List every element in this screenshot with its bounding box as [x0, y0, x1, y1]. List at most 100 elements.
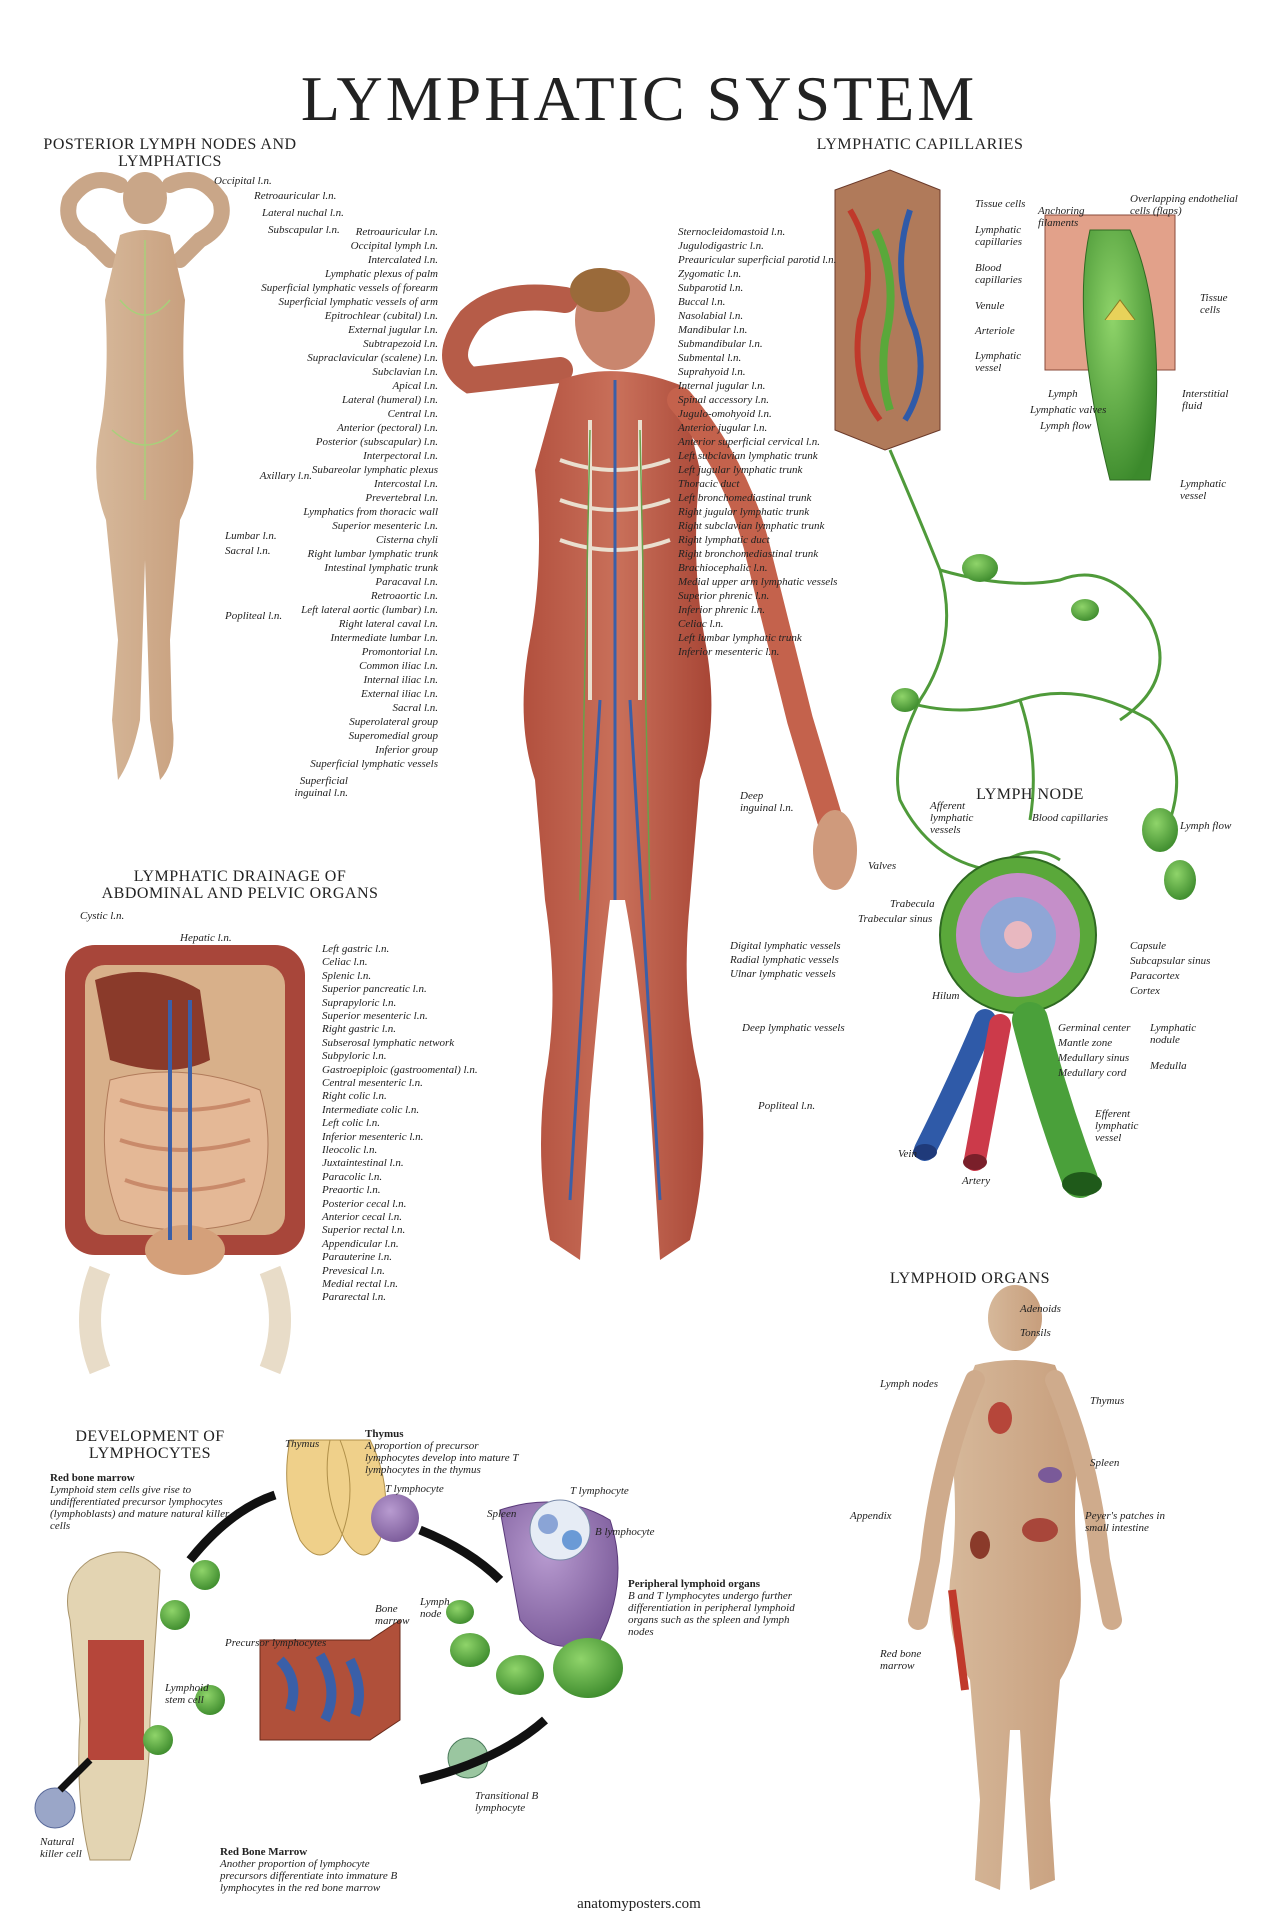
- section-capillaries-title: LYMPHATIC CAPILLARIES: [816, 136, 1024, 153]
- label: Apical l.n.: [392, 380, 438, 392]
- dev-red-bone-marrow: Red bone marrow Lymphoid stem cells give…: [50, 1472, 230, 1532]
- label: Subtrapezoid l.n.: [363, 338, 438, 350]
- label: Nasolabial l.n.: [678, 310, 744, 322]
- section-lymph-node-title: LYMPH NODE: [976, 786, 1084, 803]
- label: Zygomatic l.n.: [678, 268, 742, 280]
- lymphatic-network: [888, 449, 1179, 872]
- label: External jugular l.n.: [348, 324, 438, 336]
- label: Hilum: [932, 990, 960, 1002]
- label: Medullary cord: [1058, 1067, 1127, 1079]
- label: Sacral l.n.: [392, 702, 438, 714]
- poster-title: LYMPHATIC SYSTEM: [300, 63, 978, 134]
- label: Promontorial l.n.: [361, 646, 438, 658]
- label: Trabecular sinus: [858, 913, 933, 925]
- label: Subcapsular sinus: [1130, 955, 1211, 967]
- label: Transitional B lymphocyte: [475, 1790, 539, 1814]
- label: Appendicular l.n.: [322, 1237, 399, 1250]
- label: Lymphatic valves: [1030, 404, 1107, 416]
- label: Superficial lymphatic vessels of arm: [278, 296, 438, 308]
- label: Lymph flow: [1180, 820, 1232, 832]
- label: Arteriole: [975, 325, 1015, 337]
- label: Ileocolic l.n.: [322, 1144, 378, 1156]
- label: Inferior group: [375, 744, 438, 756]
- label: Left lumbar lymphatic trunk: [678, 632, 802, 644]
- label: Jugulo-omohyoid l.n.: [678, 408, 772, 420]
- label: Posterior (subscapular) l.n.: [315, 436, 438, 448]
- label: Trabecula: [890, 898, 935, 910]
- label: Medullary sinus: [1058, 1052, 1130, 1064]
- label: Celiac l.n.: [322, 956, 368, 969]
- label: Superior pancreatic l.n.: [322, 983, 427, 996]
- label: Gastroepiploic (gastroomental) l.n.: [322, 1063, 478, 1076]
- label: Anterior jugular l.n.: [678, 422, 768, 434]
- label: Left colic l.n.: [322, 1117, 381, 1130]
- label: Subscapular l.n.: [268, 224, 340, 236]
- label: Tissue cells: [975, 198, 1026, 210]
- label: Tissue cells: [1200, 292, 1228, 316]
- label: Afferent lymphatic vessels: [930, 800, 974, 836]
- label: B lymphocyte: [595, 1526, 655, 1538]
- label: Natural killer cell: [40, 1836, 82, 1860]
- label: Vein: [898, 1148, 917, 1160]
- label: Paracolic l.n.: [322, 1170, 383, 1183]
- label: Parauterine l.n.: [322, 1251, 392, 1264]
- label: Thymus: [285, 1438, 320, 1450]
- dev-marrow: Red Bone Marrow Another proportion of ly…: [220, 1846, 410, 1894]
- label: Pararectal l.n.: [322, 1291, 387, 1304]
- label: Left subclavian lymphatic trunk: [678, 450, 818, 462]
- label: Artery: [962, 1175, 991, 1187]
- lymph-node-diagram: [913, 856, 1102, 1198]
- dev-thymus: Thymus A proportion of precursor lymphoc…: [365, 1428, 525, 1476]
- label: Left bronchomediastinal trunk: [678, 492, 812, 504]
- label: Retroaortic l.n.: [370, 590, 438, 602]
- dev-heading: Peripheral lymphoid organs: [628, 1578, 761, 1590]
- label: Lymphoid stem cell: [165, 1682, 209, 1706]
- label: Suprapyloric l.n.: [322, 996, 397, 1009]
- label: Valves: [868, 860, 897, 872]
- label: Lymphatics from thoracic wall: [303, 506, 438, 518]
- label: Efferent lymphatic vessel: [1095, 1108, 1139, 1144]
- label: Sacral l.n.: [225, 545, 271, 557]
- label: Epitrochlear (cubital) l.n.: [324, 310, 438, 322]
- label: Inferior mesenteric l.n.: [322, 1130, 424, 1143]
- label: Right colic l.n.: [322, 1090, 387, 1103]
- label: Subpyloric l.n.: [322, 1050, 387, 1063]
- label: Internal jugular l.n.: [678, 380, 766, 392]
- label: External iliac l.n.: [361, 688, 438, 700]
- label: Intermediate colic l.n.: [322, 1103, 420, 1116]
- dev-heading: Red bone marrow: [50, 1472, 135, 1484]
- dev-text: B and T lymphocytes undergo further diff…: [628, 1590, 795, 1638]
- label: Superior phrenic l.n.: [678, 590, 770, 602]
- label: Submental l.n.: [678, 352, 742, 364]
- label: Central mesenteric l.n.: [322, 1077, 423, 1089]
- label: T lymphocyte: [570, 1485, 629, 1497]
- label: Blood capillaries: [975, 262, 1023, 286]
- section-drainage-title: LYMPHATIC DRAINAGE OF ABDOMINAL AND PELV…: [101, 868, 379, 902]
- development-diagram: [34, 1439, 623, 1861]
- label: Subserosal lymphatic network: [322, 1036, 455, 1049]
- dev-text: Lymphoid stem cells give rise to undiffe…: [50, 1484, 230, 1532]
- label: Right jugular lymphatic trunk: [678, 506, 810, 518]
- label: T lymphocyte: [385, 1483, 444, 1495]
- label: Anterior superficial cervical l.n.: [678, 436, 821, 448]
- label: Medulla: [1150, 1060, 1187, 1072]
- label: Venule: [975, 300, 1005, 312]
- label: Interpectoral l.n.: [363, 450, 438, 462]
- label: Spleen: [1090, 1457, 1120, 1469]
- label: Superior rectal l.n.: [322, 1224, 406, 1237]
- label: Anterior (pectoral) l.n.: [337, 422, 438, 434]
- label: Preauricular superficial parotid l.n.: [678, 254, 837, 266]
- label: Lymph nodes: [880, 1378, 939, 1390]
- section-lymphoid-title: LYMPHOID ORGANS: [889, 1270, 1051, 1287]
- label: Buccal l.n.: [678, 296, 726, 308]
- label: Radial lymphatic vessels: [730, 954, 839, 966]
- label: Cystic l.n.: [80, 910, 125, 922]
- label: Retroauricular l.n.: [254, 190, 337, 202]
- label: Prevesical l.n.: [322, 1264, 385, 1277]
- label: Adenoids: [1020, 1303, 1061, 1315]
- label: Right lymphatic duct: [678, 534, 770, 546]
- label: Superomedial group: [348, 730, 438, 742]
- label: Hepatic l.n.: [180, 932, 232, 944]
- label: Interstitial fluid: [1182, 388, 1229, 412]
